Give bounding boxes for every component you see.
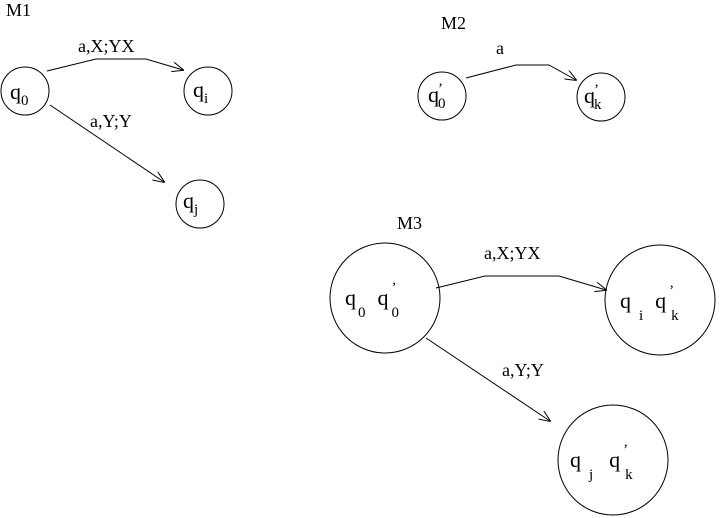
- m1-transition-q0-qi: [46, 58, 183, 71]
- m2-transition-q0-qk: [465, 64, 576, 80]
- m2-state-qkp: [576, 72, 626, 122]
- m2-state-q0p-label: q’0: [428, 81, 446, 112]
- m3-transition-start-ik-label: a,X;YX: [484, 243, 541, 263]
- m3-state-qi-qkp: [604, 244, 716, 356]
- m3-transition-start-jk-label: a,Y;Y: [502, 360, 544, 380]
- m3-transition-start-jk: [425, 337, 550, 421]
- m1-transition-q0-qj-label: a,Y;Y: [90, 111, 132, 131]
- m1-state-q0: [0, 66, 50, 116]
- m2-state-q0p: [417, 71, 467, 121]
- m1-state-qi: [183, 66, 233, 116]
- m1-transition-q0-qi-label: a,X;YX: [78, 36, 135, 56]
- m3-state-qj-qkp: [557, 404, 669, 516]
- m3-title: M3: [397, 213, 422, 233]
- m1-state-q0-label: q0: [10, 79, 29, 109]
- m1-state-qi-label: qi: [193, 77, 208, 107]
- m2-state-qkp-label: q’k: [584, 82, 602, 113]
- m3-state-q0-q0p-label: q0q’0: [345, 280, 399, 321]
- m2-transition-q0-qk-label: a: [496, 38, 504, 58]
- m1-title: M1: [6, 0, 31, 20]
- m3-transition-start-ik: [435, 275, 606, 290]
- m1-state-qj: [175, 179, 225, 229]
- m3-state-qj-qkp-label: qjq’k: [570, 442, 633, 483]
- m1-transition-q0-qj: [49, 104, 164, 182]
- m3-state-qi-qkp-label: qiq’k: [620, 283, 679, 324]
- m1-state-qj-label: qj: [183, 188, 198, 218]
- m2-title: M2: [441, 13, 466, 33]
- m3-state-q0-q0p: [329, 242, 441, 354]
